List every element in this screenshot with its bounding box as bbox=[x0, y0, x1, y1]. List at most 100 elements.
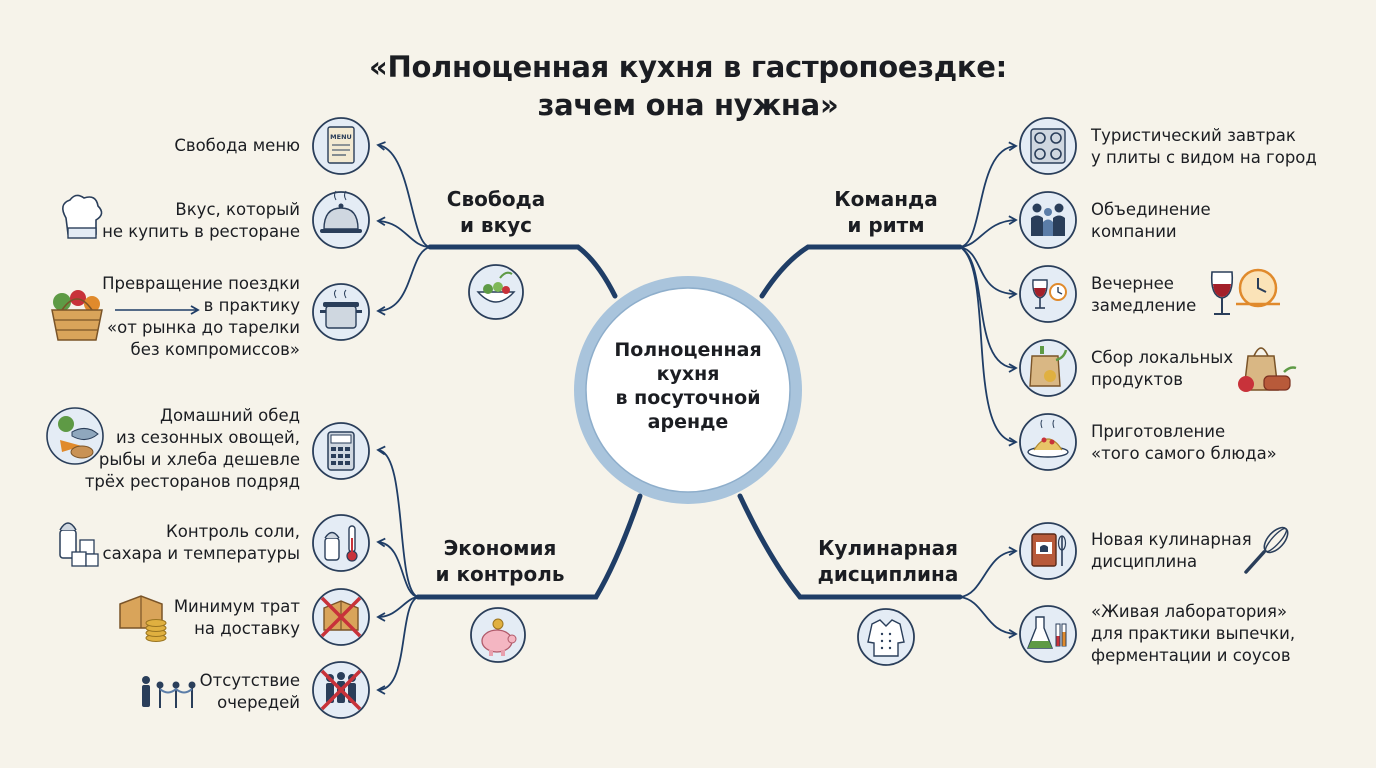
item-home-lunch-line-2: из сезонных овощей, bbox=[115, 428, 300, 447]
item-delivery-costs-line-1: Минимум трат bbox=[173, 597, 300, 616]
item-home-lunch-line-3: рыбы и хлеба дешевле bbox=[98, 450, 300, 469]
lab-flask-icon bbox=[1019, 605, 1077, 663]
item-living-lab-line-2: для практики выпечки, bbox=[1091, 624, 1296, 643]
item-evening-line-1: Вечернее bbox=[1091, 274, 1174, 293]
center-label-line-1: Полноценная bbox=[614, 339, 762, 361]
connectors-team bbox=[959, 141, 1018, 447]
item-new-discipline: Новая кулинарная дисциплина bbox=[1091, 529, 1252, 573]
page-title-line-2: зачем она нужна» bbox=[537, 88, 839, 122]
item-local-products-line-1: Сбор локальных bbox=[1091, 348, 1234, 367]
item-no-queues: Отсутствие очередей bbox=[200, 670, 300, 714]
salad-bowl-icon bbox=[468, 264, 524, 320]
chef-hat-icon bbox=[62, 194, 103, 239]
item-new-discipline-line-1: Новая кулинарная bbox=[1091, 530, 1252, 549]
item-breakfast-line-1: Туристический завтрак bbox=[1091, 126, 1296, 145]
center-label: Полноценная кухня в посуточной аренде bbox=[588, 338, 788, 434]
grocery-bag-icon bbox=[1019, 339, 1077, 397]
vegetable-basket-icon bbox=[51, 290, 103, 341]
item-home-lunch: Домашний обед из сезонных овощей, рыбы и… bbox=[85, 405, 300, 493]
item-that-dish: Приготовление «того самого блюда» bbox=[1091, 421, 1277, 465]
item-menu-freedom: Свобода меню bbox=[174, 135, 300, 157]
branch-title-team: Команда и ритм bbox=[806, 186, 966, 238]
item-company: Объединение компании bbox=[1091, 199, 1211, 243]
salt-thermometer-icon bbox=[312, 514, 370, 572]
box-coins-icon bbox=[119, 595, 167, 642]
item-living-lab-line-1: «Живая лаборатория» bbox=[1091, 602, 1288, 621]
item-market-to-plate-line-1: Превращение поездки bbox=[102, 274, 300, 293]
page-title: «Полноценная кухня в гастропоездке: заче… bbox=[0, 48, 1376, 124]
item-unique-taste: Вкус, который не купить в ресторане bbox=[102, 199, 300, 243]
item-home-lunch-line-1: Домашний обед bbox=[160, 406, 300, 425]
branch-title-freedom: Свобода и вкус bbox=[416, 186, 576, 238]
item-unique-taste-line-1: Вкус, который bbox=[175, 200, 300, 219]
item-breakfast-line-2: у плиты с видом на город bbox=[1091, 148, 1317, 167]
item-salt-control-line-1: Контроль соли, bbox=[166, 522, 300, 541]
cookbook-whisk-icon bbox=[1019, 522, 1077, 580]
pasta-dish-icon bbox=[1019, 413, 1077, 471]
item-menu-freedom-line-1: Свобода меню bbox=[174, 136, 300, 155]
item-salt-control-line-2: сахара и температуры bbox=[102, 544, 300, 563]
item-that-dish-line-1: Приготовление bbox=[1091, 422, 1226, 441]
item-delivery-costs-line-2: на доставку bbox=[194, 619, 300, 638]
branch-title-team-line-2: и ритм bbox=[847, 213, 925, 237]
branch-title-discipline: Кулинарная дисциплина bbox=[808, 535, 968, 587]
item-market-to-plate: Превращение поездки в практику «от рынка… bbox=[102, 273, 300, 361]
item-company-line-1: Объединение bbox=[1091, 200, 1211, 219]
sunset-clock-icon bbox=[1236, 268, 1280, 308]
people-group-icon bbox=[1019, 191, 1077, 249]
center-circle bbox=[574, 276, 802, 504]
item-no-queues-line-2: очередей bbox=[217, 693, 300, 712]
wine-glass-icon bbox=[1210, 271, 1234, 315]
fish-vegetables-icon bbox=[46, 407, 104, 465]
item-salt-control: Контроль соли, сахара и температуры bbox=[103, 521, 300, 565]
branch-title-discipline-line-2: дисциплина bbox=[817, 562, 959, 586]
branch-title-economy: Экономия и контроль bbox=[420, 535, 580, 587]
item-market-to-plate-line-4: без компромиссов» bbox=[130, 340, 300, 359]
shopping-bag-products-icon bbox=[1238, 347, 1297, 392]
menu-icon: MENU bbox=[312, 117, 370, 175]
branch-title-economy-line-2: и контроль bbox=[435, 562, 565, 586]
connectors-economy bbox=[376, 445, 419, 695]
salt-sugar-cubes-icon bbox=[59, 522, 99, 567]
stove-icon bbox=[1019, 117, 1077, 175]
connectors-discipline bbox=[959, 546, 1018, 639]
item-unique-taste-line-2: не купить в ресторане bbox=[102, 222, 300, 241]
item-no-queues-line-1: Отсутствие bbox=[199, 671, 300, 690]
item-company-line-2: компании bbox=[1091, 222, 1177, 241]
branch-title-freedom-line-1: Свобода bbox=[446, 187, 546, 211]
center-label-line-2: кухня bbox=[656, 363, 720, 385]
item-market-to-plate-line-2: в практику bbox=[203, 296, 300, 315]
piggy-bank-icon bbox=[470, 607, 526, 663]
item-living-lab: «Живая лаборатория» для практики выпечки… bbox=[1091, 601, 1295, 667]
center-label-line-4: аренде bbox=[647, 411, 729, 433]
item-local-products: Сбор локальных продуктов bbox=[1091, 347, 1233, 391]
branch-title-economy-line-1: Экономия bbox=[443, 536, 557, 560]
item-breakfast: Туристический завтрак у плиты с видом на… bbox=[1091, 125, 1317, 169]
branch-title-discipline-line-1: Кулинарная bbox=[818, 536, 958, 560]
item-delivery-costs: Минимум трат на доставку bbox=[174, 596, 300, 640]
item-evening: Вечернее замедление bbox=[1091, 273, 1196, 317]
branch-title-freedom-line-2: и вкус bbox=[459, 213, 533, 237]
queue-barrier-icon bbox=[142, 676, 196, 708]
whisk-icon bbox=[1244, 526, 1289, 574]
cloche-icon bbox=[312, 190, 370, 249]
wine-clock-icon bbox=[1019, 265, 1077, 323]
cooking-pot-icon bbox=[312, 283, 370, 341]
branch-title-team-line-1: Команда bbox=[834, 187, 938, 211]
item-home-lunch-line-4: трёх ресторанов подряд bbox=[84, 472, 300, 491]
item-local-products-line-2: продуктов bbox=[1091, 370, 1183, 389]
connectors-freedom bbox=[376, 141, 431, 316]
item-that-dish-line-2: «того самого блюда» bbox=[1091, 444, 1277, 463]
no-queue-icon bbox=[312, 661, 370, 719]
center-label-line-3: в посуточной bbox=[615, 387, 761, 409]
menu-icon-label: MENU bbox=[330, 133, 352, 141]
item-new-discipline-line-2: дисциплина bbox=[1091, 552, 1198, 571]
no-delivery-icon bbox=[312, 588, 370, 646]
chef-jacket-icon bbox=[857, 608, 915, 666]
item-living-lab-line-3: ферментации и соусов bbox=[1091, 646, 1291, 665]
item-evening-line-2: замедление bbox=[1091, 296, 1197, 315]
main-branch-lines bbox=[415, 244, 963, 600]
item-market-to-plate-line-3: «от рынка до тарелки bbox=[107, 318, 300, 337]
calculator-icon bbox=[312, 422, 370, 480]
page-title-line-1: «Полноценная кухня в гастропоездке: bbox=[369, 50, 1007, 84]
